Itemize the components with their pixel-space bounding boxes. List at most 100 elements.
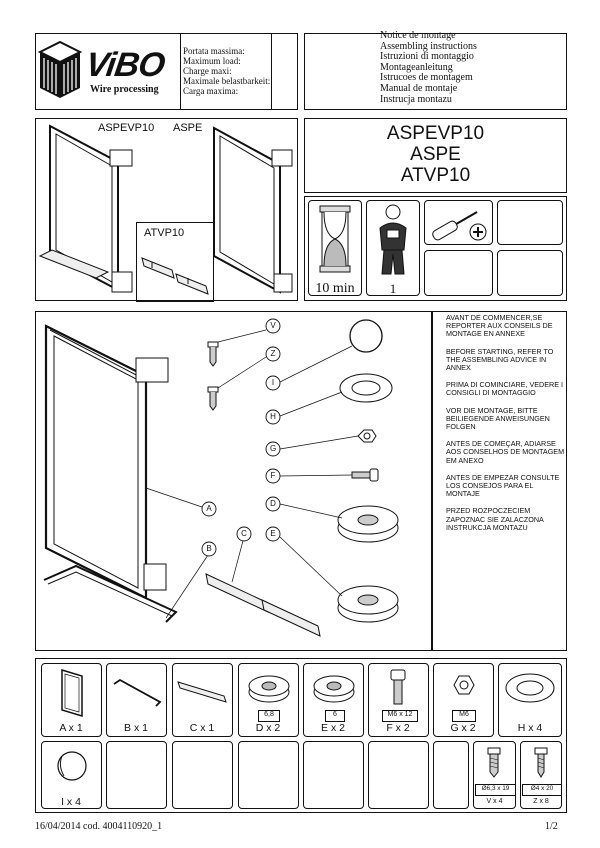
instruction-title: Istrucoes de montagem (380, 72, 473, 84)
part-rail-icon (177, 681, 227, 703)
footer-date-code: 16/04/2014 cod. 4004110920_1 (35, 821, 163, 832)
part-letter-i: I (271, 378, 275, 387)
part-label-c: C x 1 (189, 722, 215, 734)
part-bolt-icon (390, 669, 406, 705)
persons-cell (366, 200, 420, 296)
advice-text: ANTES DE EMPEZAR CONSULTE LOS CONSEJOS P… (446, 472, 560, 499)
variants-box (35, 118, 298, 301)
part-label-f: F x 2 (386, 722, 410, 734)
part-code-f: M6 x 12 (382, 710, 418, 722)
assembly-time: 10 min (315, 281, 355, 296)
variant-label-aspe: ASPE (173, 122, 203, 134)
frame-aspevp10-drawing (38, 124, 133, 293)
empty-part-cell (238, 741, 299, 809)
header-logo-box (35, 33, 298, 110)
load-label: Maximum load: (183, 56, 241, 66)
exploded-view-drawing (43, 318, 399, 637)
load-label: Maximale belastbarkeit: (183, 76, 271, 86)
advice-text: ANTES DE COMEÇAR, ADIARSE AOS CONSELHOS … (446, 439, 565, 465)
header-load-divider (271, 33, 273, 110)
advice-text: VOR DIE MONTAGE, BITTE BEILIEGENDE ANWEI… (446, 405, 550, 432)
product-code-list: ASPEVP10 ASPE ATVP10 (304, 123, 567, 186)
part-cell-h (498, 663, 562, 737)
load-label-list: Portata massima: Maximum load: Charge ma… (183, 46, 271, 96)
part-label-h: H x 4 (517, 722, 543, 734)
brand-name: ViBO (83, 46, 167, 84)
part-letter-d: D (270, 499, 276, 508)
empty-part-cell (433, 741, 469, 809)
instruction-title: Istruzioni di montaggio (380, 51, 474, 63)
frame-atvp10-drawing (141, 257, 209, 295)
advice-text: PRZED ROZPOCZECIEM ZAPOZNAC SIE ZALACZON… (446, 506, 544, 532)
parts-list-box (35, 658, 567, 813)
vibo-cube-icon (37, 40, 83, 98)
part-label-g: G x 2 (450, 722, 476, 734)
advice-list: AVANT DE COMMENCER,SE REPORTER AUX CONSE… (446, 313, 568, 541)
part-cell-g (433, 663, 494, 737)
time-cell (308, 200, 362, 296)
variant-label-aspevp10: ASPEVP10 (98, 122, 155, 134)
empty-tool-cell (497, 250, 563, 296)
variant-atvp10-box (136, 222, 214, 302)
part-letter-g: G (270, 444, 277, 453)
frame-aspe-drawing (213, 126, 293, 294)
part-label-b: B x 1 (124, 722, 148, 734)
part-frame-icon (61, 668, 83, 718)
part-code-g: M6 (452, 710, 476, 722)
assembly-persons: 1 (389, 281, 397, 296)
part-code-v: Ø6,3 x 19 (475, 784, 516, 796)
tools-cell (424, 200, 493, 245)
part-cell-i (41, 741, 102, 809)
part-letter-a: A (206, 504, 212, 513)
screwdriver-icon (432, 211, 487, 241)
empty-part-cell (106, 741, 167, 809)
part-label-a: A x 1 (59, 722, 83, 734)
part-cell-b (106, 663, 167, 737)
instruction-title: Instrucja montazu (380, 93, 452, 105)
product-codes-box (304, 118, 567, 193)
part-cell-d (238, 663, 299, 737)
load-label: Carga maxima: (183, 86, 239, 96)
advice-text: BEFORE STARTING, REFER TO THE ASSEMBLING… (446, 346, 554, 373)
part-label-i: I x 4 (61, 796, 81, 808)
worker-icon (379, 204, 407, 275)
part-code-d: 6,8 (258, 710, 280, 722)
instructions-title-box (304, 33, 567, 110)
part-label-d: D x 2 (255, 722, 281, 734)
load-label: Portata massima: (183, 46, 245, 56)
part-cell-z (520, 741, 562, 809)
instruction-title: Assembling instructions (380, 40, 477, 52)
part-label-z: Z x 8 (533, 798, 549, 805)
advice-text: PRIMA DI COMINCIARE, VEDERE I CONSIGLI D… (446, 380, 564, 398)
part-letter-c: C (241, 529, 247, 538)
part-letter-b: B (206, 544, 212, 553)
product-code: ASPEVP10 (386, 123, 485, 144)
part-bearing-icon (248, 675, 290, 703)
empty-tool-cell (497, 200, 563, 245)
part-wire-icon (113, 678, 162, 707)
hourglass-icon (319, 205, 351, 273)
instruction-title: Notice de montage (380, 30, 456, 41)
part-cap-icon (57, 751, 87, 781)
product-code: ASPE (410, 144, 461, 165)
load-label: Charge maxi: (183, 66, 232, 76)
part-label-v: V x 4 (486, 798, 503, 805)
product-code: ATVP10 (400, 165, 471, 186)
part-screw-v-icon (487, 747, 501, 778)
part-bearing-icon (313, 675, 355, 703)
part-screw-z-icon (534, 747, 548, 778)
empty-part-cell (172, 741, 233, 809)
part-code-z: Ø4 x 20 (522, 784, 562, 796)
advice-box (432, 311, 567, 651)
part-letter-z: Z (270, 349, 276, 358)
part-washer-icon (505, 673, 555, 703)
instruction-title: Manual de montaje (380, 82, 458, 94)
advice-text: AVANT DE COMMENCER,SE REPORTER AUX CONSE… (446, 313, 553, 339)
part-code-e: 6 (325, 710, 345, 722)
empty-part-cell (368, 741, 429, 809)
tools-box (304, 196, 567, 301)
header-logo-divider (180, 33, 182, 110)
part-nut-icon (453, 675, 475, 695)
footer-page-number: 1/2 (545, 821, 558, 832)
part-letter-f: F (270, 471, 276, 480)
